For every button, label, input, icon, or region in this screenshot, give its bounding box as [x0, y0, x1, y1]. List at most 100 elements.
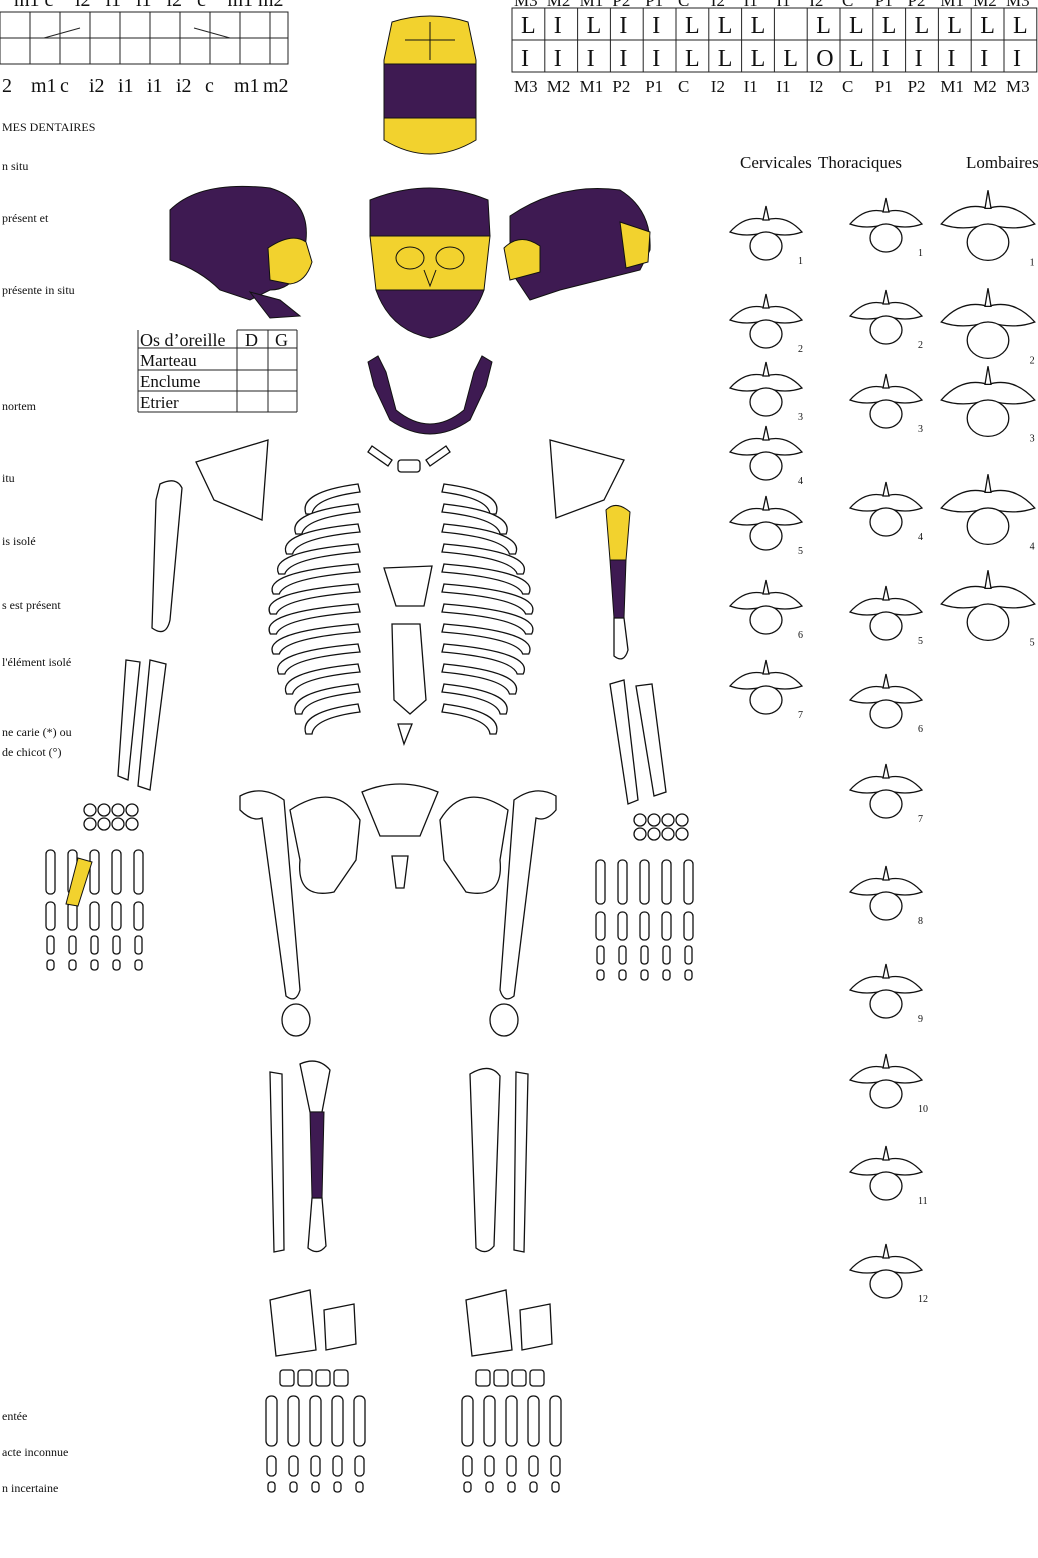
- carpal: [648, 828, 660, 840]
- permanent-upper-cell: L: [915, 13, 930, 39]
- left-foot: [266, 1290, 365, 1492]
- left-radius-ulna: [118, 660, 166, 790]
- ossicles-header: Os d’oreille: [140, 330, 225, 350]
- vertebra-body: [870, 400, 902, 428]
- vertebra-body: [870, 892, 902, 920]
- phalanx: [334, 1482, 341, 1492]
- rib: [305, 704, 360, 734]
- sternum: [384, 566, 432, 744]
- deciduous-bottom-label: c: [60, 75, 69, 97]
- carpal: [676, 814, 688, 826]
- left-hand: [46, 804, 143, 970]
- vertebra-body: [870, 700, 902, 728]
- phalanx: [551, 1456, 560, 1476]
- vertebra-number: 7: [918, 814, 923, 825]
- permanent-bottom-label: M3: [514, 77, 538, 96]
- tarsal: [530, 1370, 544, 1386]
- hyoid: [368, 446, 450, 472]
- deciduous-top-label: m1: [228, 0, 254, 11]
- permanent-upper-cell: L: [947, 13, 962, 39]
- vertebra-number: 1: [918, 248, 923, 259]
- legend-item: de chicot (°): [2, 745, 61, 759]
- spinous-process: [883, 374, 889, 388]
- phalanx: [619, 946, 626, 964]
- permanent-bottom-label: P1: [645, 77, 663, 96]
- vertebra-body: [750, 320, 782, 348]
- right-ribs: [442, 484, 533, 734]
- phalanx: [529, 1456, 538, 1476]
- vertebra-body: [750, 606, 782, 634]
- vertebrae-section: Cervicales Thoraciques Lombaires 1234567…: [730, 153, 1038, 1305]
- vertebra-number: 3: [918, 424, 923, 435]
- vertebra-body: [870, 790, 902, 818]
- vertebra-number: 8: [918, 916, 923, 927]
- skull-right-lateral: [504, 188, 650, 300]
- vertebra-number: 7: [798, 710, 803, 721]
- phalanx: [356, 1482, 363, 1492]
- permanent-lower-cell: I: [652, 46, 660, 72]
- rib: [442, 704, 497, 734]
- phalanx: [91, 936, 98, 954]
- metatarsal: [354, 1396, 365, 1446]
- carpal: [676, 828, 688, 840]
- deciduous-top-label: i1: [106, 0, 122, 11]
- phalanx: [597, 946, 604, 964]
- permanent-upper-cell: L: [849, 13, 864, 39]
- skull-left-lateral: [170, 186, 312, 318]
- thoracic-title: Thoraciques: [818, 153, 902, 172]
- phalanx: [91, 960, 98, 970]
- phalanx: [663, 946, 670, 964]
- phalanx: [486, 1482, 493, 1492]
- permanent-lower-cell: L: [685, 46, 700, 72]
- pelvis: [290, 784, 508, 893]
- permanent-bottom-label: M2: [547, 77, 571, 96]
- phalanx: [552, 1482, 559, 1492]
- legend-title: MES DENTAIRES: [2, 120, 95, 134]
- permanent-bottom-label: C: [678, 77, 689, 96]
- vertebra-number: 9: [918, 1014, 923, 1025]
- metacarpal: [662, 860, 671, 904]
- phalanx: [312, 1482, 319, 1492]
- vertebra-number: 2: [918, 340, 923, 351]
- vertebra-number: 4: [918, 532, 923, 543]
- vertebra-body: [870, 224, 902, 252]
- phalanx: [290, 1482, 297, 1492]
- vertebra-body: [750, 522, 782, 550]
- right-hand: [596, 814, 693, 980]
- phalanx: [663, 970, 670, 980]
- vertebra-body: [870, 612, 902, 640]
- vertebra-number: 6: [918, 724, 923, 735]
- spinous-process: [883, 674, 889, 688]
- spinous-process: [763, 426, 769, 440]
- skull-anterior-view: [370, 188, 490, 338]
- permanent-lower-cell: I: [587, 46, 595, 72]
- phalanx: [463, 1456, 472, 1476]
- left-tibia-fibula: [270, 1061, 330, 1252]
- phalanx: [135, 960, 142, 970]
- carpal: [112, 818, 124, 830]
- spinous-process: [883, 964, 889, 978]
- vertebra-body: [750, 232, 782, 260]
- spinous-process: [763, 496, 769, 510]
- right-radius-ulna: [610, 680, 666, 804]
- phalanx: [68, 902, 77, 930]
- vertebra-body: [870, 1080, 902, 1108]
- permanent-upper-cell: L: [521, 13, 536, 39]
- vertebra-body: [750, 686, 782, 714]
- metacarpal: [618, 860, 627, 904]
- carpal: [634, 814, 646, 826]
- metacarpal: [640, 860, 649, 904]
- permanent-lower-cell: I: [619, 46, 627, 72]
- permanent-lower-cell: L: [849, 46, 864, 72]
- tarsal: [298, 1370, 312, 1386]
- deciduous-dental-chart: m1ci2i1i1i2cm1m2 2m1ci2i1i1i2cm1m2: [0, 0, 289, 97]
- legend-item: nortem: [2, 399, 37, 413]
- metacarpal: [134, 850, 143, 894]
- carpal: [634, 828, 646, 840]
- phalanx: [69, 960, 76, 970]
- metacarpal: [684, 860, 693, 904]
- permanent-upper-cell: I: [554, 13, 562, 39]
